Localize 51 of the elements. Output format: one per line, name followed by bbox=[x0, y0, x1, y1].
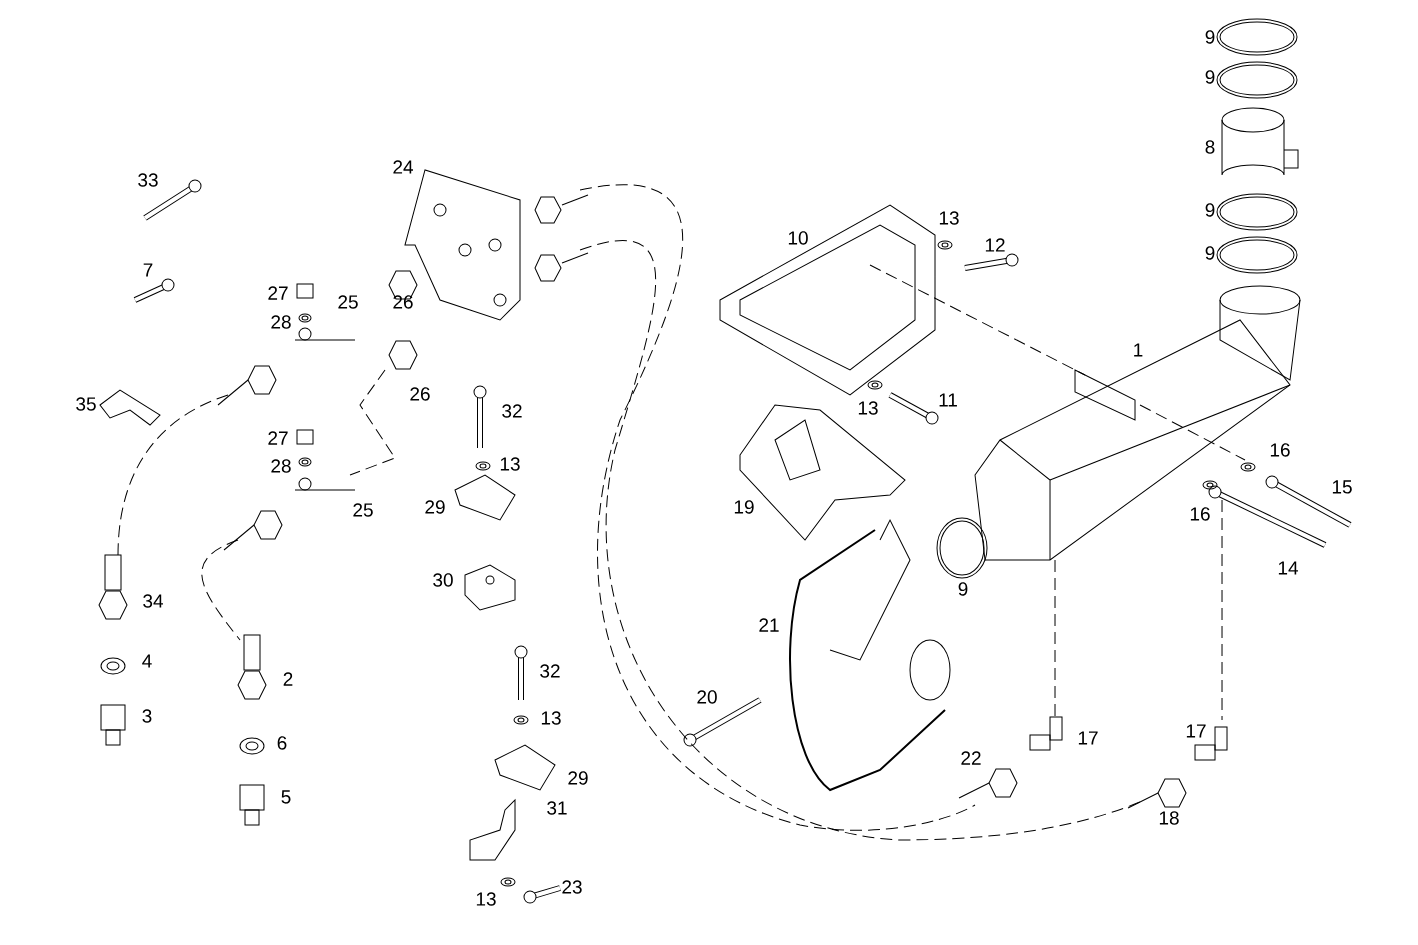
callout-number: 13 bbox=[541, 711, 561, 725]
callout-number: 26 bbox=[410, 387, 430, 401]
callout-number: 25 bbox=[353, 503, 373, 517]
callout-number: 13 bbox=[939, 211, 959, 225]
callout-number: 17 bbox=[1078, 731, 1098, 745]
callout-number: 32 bbox=[540, 664, 560, 678]
callout-number: 13 bbox=[476, 892, 496, 906]
callout-number: 28 bbox=[271, 315, 291, 329]
callout-number: 16 bbox=[1270, 443, 1290, 457]
callout-number: 17 bbox=[1186, 724, 1206, 738]
callout-number: 33 bbox=[138, 173, 158, 187]
callout-number: 18 bbox=[1159, 811, 1179, 825]
callout-number: 9 bbox=[958, 582, 968, 596]
callout-number: 8 bbox=[1205, 140, 1215, 154]
callout-number: 16 bbox=[1190, 507, 1210, 521]
callout-number: 11 bbox=[939, 393, 957, 407]
callout-number: 12 bbox=[985, 238, 1005, 252]
callout-number: 22 bbox=[961, 751, 981, 765]
callout-number: 27 bbox=[268, 286, 288, 300]
callout-number: 10 bbox=[788, 231, 808, 245]
callout-number: 29 bbox=[568, 771, 588, 785]
callout-number: 3 bbox=[142, 709, 152, 723]
callout-number: 1 bbox=[1134, 343, 1143, 357]
callout-number: 13 bbox=[858, 401, 878, 415]
callout-number: 21 bbox=[759, 618, 779, 632]
callout-number: 27 bbox=[268, 431, 288, 445]
callout-number: 26 bbox=[393, 295, 413, 309]
callout-number: 2 bbox=[283, 672, 293, 686]
callout-number: 4 bbox=[142, 654, 152, 668]
callout-number: 19 bbox=[734, 500, 754, 514]
callout-number: 9 bbox=[1205, 203, 1215, 217]
callout-number: 31 bbox=[547, 801, 567, 815]
callout-number: 30 bbox=[433, 573, 453, 587]
callout-number: 9 bbox=[1205, 30, 1215, 44]
callout-number: 6 bbox=[277, 736, 287, 750]
callout-number: 20 bbox=[697, 690, 717, 704]
callout-number: 29 bbox=[425, 500, 445, 514]
callout-number: 34 bbox=[143, 594, 163, 608]
callout-number: 9 bbox=[1205, 70, 1215, 84]
callout-number: 15 bbox=[1332, 480, 1352, 494]
callout-number: 25 bbox=[338, 295, 358, 309]
callout-number: 9 bbox=[1205, 246, 1215, 260]
callout-number: 14 bbox=[1278, 561, 1298, 575]
callout-number: 28 bbox=[271, 459, 291, 473]
callout-number: 32 bbox=[502, 404, 522, 418]
callout-number: 23 bbox=[562, 880, 582, 894]
callout-number: 5 bbox=[281, 790, 291, 804]
callout-number: 35 bbox=[76, 397, 96, 411]
callout-number: 24 bbox=[393, 160, 413, 174]
callout-number: 7 bbox=[143, 263, 153, 277]
callout-number: 13 bbox=[500, 457, 520, 471]
